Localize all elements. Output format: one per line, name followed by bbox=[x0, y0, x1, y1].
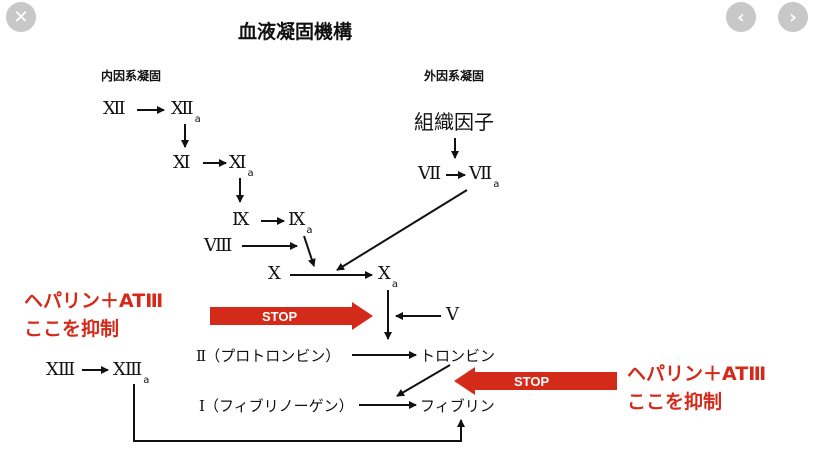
close-icon: ✕ bbox=[13, 6, 29, 28]
factor-12a: Ⅻa bbox=[171, 98, 201, 125]
factor-8: Ⅷ bbox=[204, 235, 232, 256]
chevron-right-icon: › bbox=[789, 6, 797, 28]
thrombin-label: トロンビン bbox=[420, 347, 496, 365]
stop-arrow-right bbox=[454, 367, 617, 395]
factor-13a: ⅩⅢa bbox=[113, 359, 150, 386]
stop-arrow-left bbox=[210, 302, 373, 330]
factor-12: Ⅻ bbox=[103, 98, 126, 119]
chevron-left-icon: ‹ bbox=[737, 6, 745, 28]
prothrombin-label: Ⅱ（プロトロンビン） bbox=[196, 347, 341, 365]
heparin-note-left-line2: ここを抑制 bbox=[24, 318, 120, 340]
fibrin-label: フィブリン bbox=[420, 397, 495, 415]
close-button[interactable]: ✕ bbox=[6, 2, 36, 32]
heparin-note-left-line1: ヘパリン＋ATⅢ bbox=[24, 290, 164, 312]
prev-button[interactable]: ‹ bbox=[726, 2, 756, 32]
tissue-factor: 組織因子 bbox=[414, 110, 494, 134]
factor-7a: Ⅶa bbox=[469, 163, 500, 190]
factor-9: Ⅸ bbox=[232, 209, 249, 230]
stop-label-left: STOP bbox=[262, 309, 298, 324]
heparin-note-right: ヘパリン＋ATⅢ ここを抑制 bbox=[627, 360, 766, 416]
extrinsic-label: 外因系凝固 bbox=[424, 69, 485, 83]
factor-9a: Ⅸa bbox=[288, 209, 313, 236]
heparin-note-right-line1: ヘパリン＋ATⅢ bbox=[627, 363, 767, 385]
factor-7: Ⅶ bbox=[418, 163, 441, 184]
heparin-note-left: ヘパリン＋ATⅢ ここを抑制 bbox=[24, 287, 163, 343]
page-title: 血液凝固機構 bbox=[238, 21, 353, 43]
fibrinogen-label: Ⅰ（フィブリノーゲン） bbox=[199, 397, 354, 415]
factor-13: ⅩⅢ bbox=[46, 359, 75, 380]
heparin-note-right-line2: ここを抑制 bbox=[627, 391, 723, 413]
factor-5: Ⅴ bbox=[446, 304, 459, 325]
stop-label-right: STOP bbox=[514, 374, 550, 389]
factor-11a: Ⅺa bbox=[229, 152, 254, 179]
next-button[interactable]: › bbox=[778, 2, 808, 32]
factor-10: Ⅹ bbox=[268, 263, 281, 284]
intrinsic-label: 内因系凝固 bbox=[101, 69, 162, 83]
factor-11: Ⅺ bbox=[173, 152, 190, 173]
factor-10a: Ⅹa bbox=[378, 263, 398, 290]
